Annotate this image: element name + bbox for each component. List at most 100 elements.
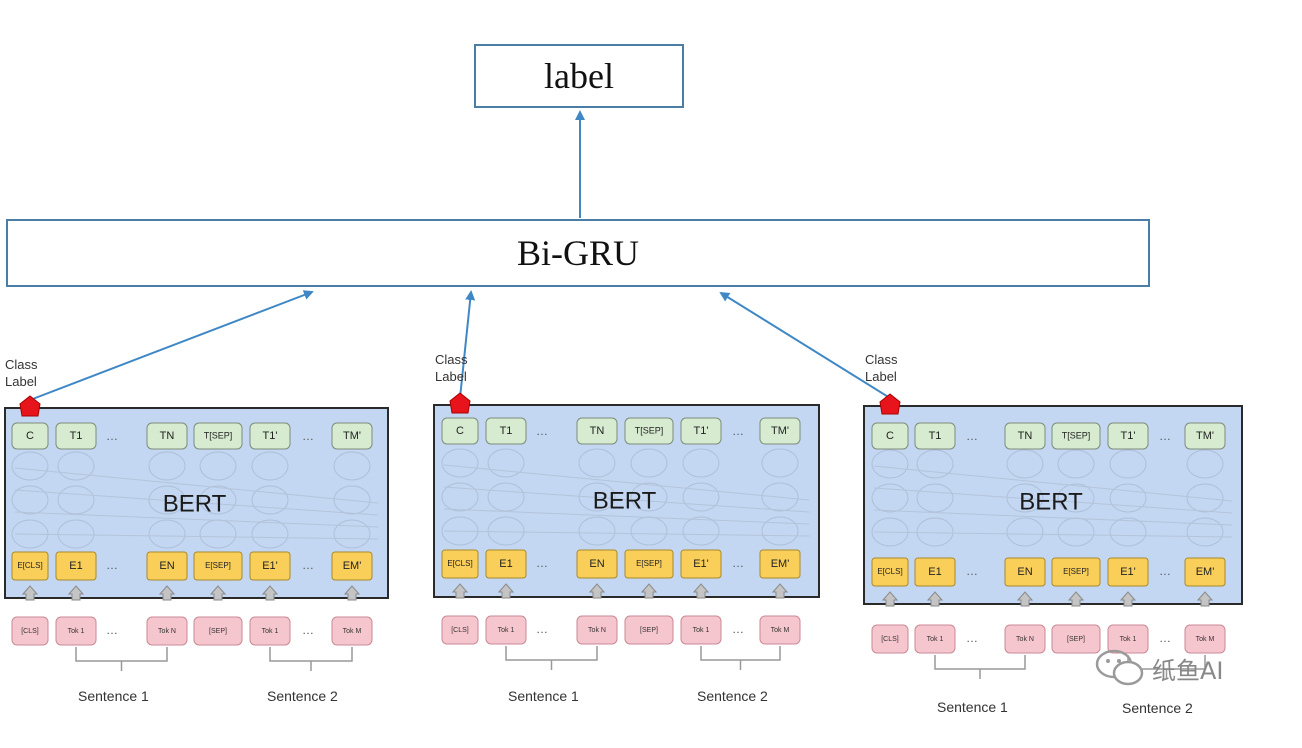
arrow-bert3-to-gru	[719, 291, 891, 399]
output-token-label: T1'	[263, 430, 278, 442]
output-label-text: label	[544, 56, 614, 96]
embedding-token-label: EM'	[1196, 566, 1215, 578]
bert-hidden-node	[578, 448, 616, 478]
bert-hidden-node	[1006, 449, 1044, 479]
embedding-token-label: E[SEP]	[1063, 567, 1089, 576]
output-token-box	[193, 422, 243, 450]
sentence-2-label-1: Sentence 2	[267, 688, 338, 704]
bert-hidden-node	[333, 451, 371, 481]
bert-hidden-node	[1006, 517, 1044, 547]
class-label-marker-2	[449, 392, 471, 414]
input-token-label: Tok 1	[68, 628, 85, 635]
input-token-label: Tok M	[1196, 636, 1215, 643]
output-token-label: T1'	[694, 425, 709, 437]
bert-hidden-node	[57, 485, 95, 515]
input-token-label: [SEP]	[640, 627, 658, 634]
embedding-token-label: E1'	[1120, 566, 1136, 578]
sentence-1-bracket	[75, 647, 168, 671]
output-token-box	[485, 417, 527, 445]
class-label-3-line2: Label	[865, 369, 897, 384]
class-label-marker-1	[19, 395, 41, 417]
sentence-1-label-1: Sentence 1	[78, 688, 149, 704]
input-up-arrow	[1067, 591, 1085, 607]
input-token-box	[624, 615, 674, 645]
bert-hidden-edge	[873, 509, 1233, 526]
arrow-bert1-to-gru	[29, 290, 314, 401]
sentence-2-label-3: Sentence 2	[1122, 700, 1193, 716]
bert-hidden-node	[1057, 449, 1095, 479]
sentence-2-label-2: Sentence 2	[697, 688, 768, 704]
input-token-box	[576, 615, 618, 645]
output-token-label: TM'	[343, 430, 361, 442]
bert-hidden-node	[251, 451, 289, 481]
embed-ellipsis: …	[106, 558, 118, 572]
input-token-label: Tok N	[1016, 636, 1034, 643]
bert-title-3: BERT	[1019, 488, 1083, 515]
bert-hidden-node	[578, 482, 616, 512]
bert-hidden-node	[1109, 483, 1147, 513]
output-token-box	[871, 422, 909, 450]
input-token-box	[1051, 624, 1101, 654]
output-token-box	[624, 417, 674, 445]
embedding-token-label: E1	[928, 566, 941, 578]
embedding-token-label: E[CLS]	[447, 559, 472, 568]
bert-hidden-node	[333, 485, 371, 515]
bert-hidden-node	[199, 485, 237, 515]
output-token-box	[576, 417, 618, 445]
wechat-icon	[1095, 649, 1144, 686]
embedding-token-box	[1051, 557, 1101, 587]
input-token-box	[249, 616, 291, 646]
output-token-label: TM'	[771, 425, 789, 437]
output-token-box	[680, 417, 722, 445]
embedding-token-box	[1004, 557, 1046, 587]
input-up-arrow	[158, 585, 176, 601]
bert-hidden-node	[761, 448, 799, 478]
input-token-box	[1004, 624, 1046, 654]
class-label-1: Class Label	[5, 356, 38, 390]
bert-hidden-node	[871, 483, 909, 513]
bert-hidden-node	[1186, 517, 1224, 547]
bi-gru-box: Bi-GRU	[6, 219, 1150, 287]
output-token-label: C	[456, 425, 464, 437]
input-token-box	[914, 624, 956, 654]
embedding-token-box	[55, 551, 97, 581]
bert-hidden-edge	[873, 531, 1233, 538]
output-token-box	[1107, 422, 1149, 450]
embedding-token-box	[11, 551, 49, 581]
embedding-token-box	[624, 549, 674, 579]
bert-hidden-node	[199, 451, 237, 481]
bert-hidden-node	[630, 482, 668, 512]
bert-hidden-edge	[443, 508, 810, 525]
input-token-label: Tok 1	[1120, 636, 1137, 643]
input-token-label: Tok M	[771, 627, 790, 634]
output-token-label: C	[886, 430, 894, 442]
output-ellipsis: …	[732, 424, 744, 438]
input-token-label: Tok 1	[693, 627, 710, 634]
input-token-label: [SEP]	[209, 628, 227, 635]
bert-hidden-node	[148, 485, 186, 515]
input-token-label: [CLS]	[451, 627, 469, 634]
input-token-box	[1184, 624, 1226, 654]
bert-hidden-node	[761, 516, 799, 546]
input-token-label: Tok M	[343, 628, 362, 635]
embedding-token-box	[759, 549, 801, 579]
bert-hidden-node	[441, 482, 479, 512]
embedding-token-label: E1'	[262, 560, 278, 572]
output-token-box	[1184, 422, 1226, 450]
bert-hidden-node	[57, 451, 95, 481]
bert-title-2: BERT	[593, 487, 657, 514]
input-token-box	[55, 616, 97, 646]
embedding-token-box	[485, 549, 527, 579]
input-up-arrow	[926, 591, 944, 607]
embedding-token-box	[249, 551, 291, 581]
bi-gru-text: Bi-GRU	[516, 233, 639, 273]
embedding-token-label: E1	[69, 560, 82, 572]
embedding-token-box	[146, 551, 188, 581]
sentence-2-bracket	[700, 646, 781, 670]
embedding-token-box	[914, 557, 956, 587]
class-label-1-line2: Label	[5, 374, 37, 389]
bert-hidden-node	[916, 483, 954, 513]
output-token-box	[1051, 422, 1101, 450]
input-up-arrow	[261, 585, 279, 601]
